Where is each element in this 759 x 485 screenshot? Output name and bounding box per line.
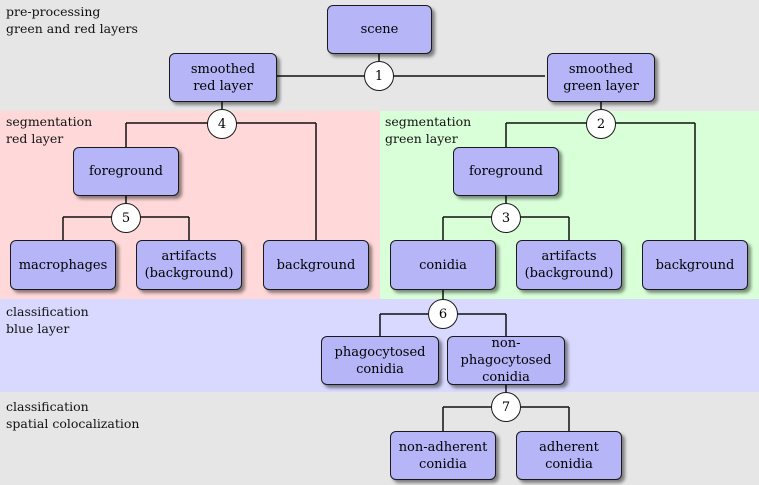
node-smoothed-red: smoothed red layer (169, 53, 277, 102)
band-label-segmentation-green: segmentation green layer (385, 114, 472, 146)
node-non-phagocytosed-conidia: non-phagocytosed conidia (447, 336, 565, 385)
band-label-segmentation-red: segmentation red layer (6, 114, 93, 146)
step-circle-6: 6 (428, 299, 458, 329)
step-circle-1: 1 (364, 61, 394, 91)
step-circle-5: 5 (111, 203, 141, 233)
band-colocalization (0, 392, 759, 485)
node-scene: scene (327, 5, 432, 54)
band-label-preprocessing: pre-processing green and red layers (6, 4, 138, 36)
node-phagocytosed-conidia: phagocytosed conidia (321, 336, 439, 385)
node-adherent-conidia: adherent conidia (516, 431, 622, 480)
node-background-green: background (642, 240, 748, 290)
node-foreground-green: foreground (453, 147, 559, 196)
band-label-colocalization: classification spatial colocalization (6, 399, 140, 431)
node-background-red: background (263, 240, 369, 290)
step-circle-3: 3 (491, 203, 521, 233)
node-foreground-red: foreground (73, 147, 179, 196)
node-artifacts-green: artifacts (background) (516, 240, 622, 290)
node-non-adherent-conidia: non-adherent conidia (390, 431, 496, 480)
node-smoothed-green: smoothed green layer (547, 53, 655, 102)
step-circle-2: 2 (586, 109, 616, 139)
step-circle-4: 4 (207, 109, 237, 139)
node-macrophages: macrophages (10, 240, 116, 290)
node-conidia: conidia (390, 240, 496, 290)
node-artifacts-red: artifacts (background) (136, 240, 242, 290)
band-label-classification-blue: classification blue layer (6, 304, 89, 336)
step-circle-7: 7 (491, 392, 521, 422)
